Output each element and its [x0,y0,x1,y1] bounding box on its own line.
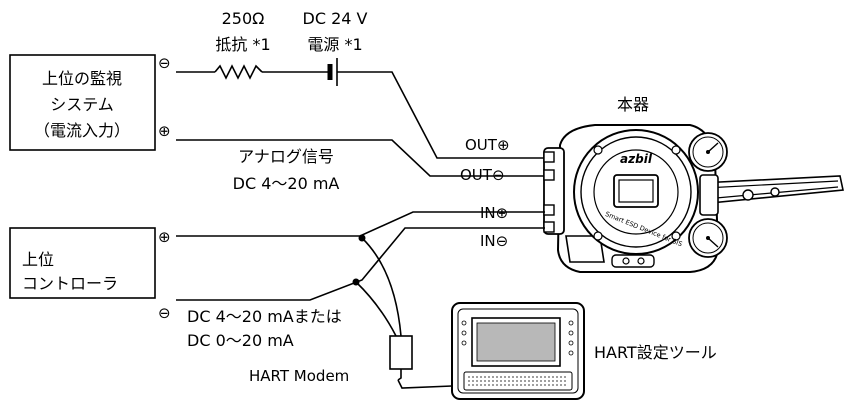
output-loop-wire-top [176,58,545,159]
controller-plus-terminal: ⊕ [158,228,171,246]
upper-system-plus-terminal: ⊕ [158,122,171,140]
input-signal-line2: DC 0～20 mA [187,331,294,350]
resistor-symbol [214,64,263,80]
analog-signal-line1: アナログ信号 [238,147,334,166]
upper-system-line1: 上位の監視 [42,69,122,88]
upper-system-minus-terminal: ⊖ [158,54,171,72]
controller-line1: 上位 [22,250,54,269]
input-loop-wire-plus [176,211,545,237]
terminal-in-minus: IN⊖ [480,232,508,250]
upper-controller: 上位 コントローラ ⊕ ⊖ [9,227,171,322]
hart-modem-label: HART Modem [249,367,349,385]
controller-box [9,227,156,299]
terminal-out-minus: OUT⊖ [460,166,505,184]
resistor-name: 抵抗 *1 [215,35,270,54]
upper-system-line3: （電流入力） [34,121,130,140]
upper-system-box [9,54,156,151]
resistor-value: 250Ω [222,9,265,28]
input-loop-wire-minus [176,227,545,301]
modem-lead-minus [355,281,397,337]
hart-modem: HART Modem [249,335,453,389]
output-loop-wire-bottom [176,139,545,177]
upper-pressure-gauge-icon [688,132,728,172]
upper-monitoring-system: 上位の監視 システム （電流入力） ⊖ ⊕ [9,54,171,151]
hart-modem-box [389,335,413,370]
power-supply-value: DC 24 V [303,9,368,28]
device-lever-arm [699,175,844,205]
lower-pressure-gauge-icon [688,218,728,258]
device-brand-logo: azbil [620,152,653,166]
upper-system-line2: システム [50,95,114,114]
power-supply-name: 電源 *1 [307,35,362,54]
analog-signal-line2: DC 4～20 mA [233,174,340,193]
input-signal-line1: DC 4～20 mAまたは [187,307,342,326]
controller-minus-terminal: ⊖ [158,304,171,322]
modem-lead-plus [361,237,402,337]
hart-setting-tool [451,302,585,400]
hart-tool-label: HART設定ツール [594,343,717,362]
smart-esd-device: azbil Smart ESD Device for SIS [543,124,844,273]
device-title: 本器 [617,95,649,114]
terminal-in-plus: IN⊕ [480,204,508,222]
terminal-out-plus: OUT⊕ [465,136,510,154]
controller-line2: コントローラ [22,274,118,293]
